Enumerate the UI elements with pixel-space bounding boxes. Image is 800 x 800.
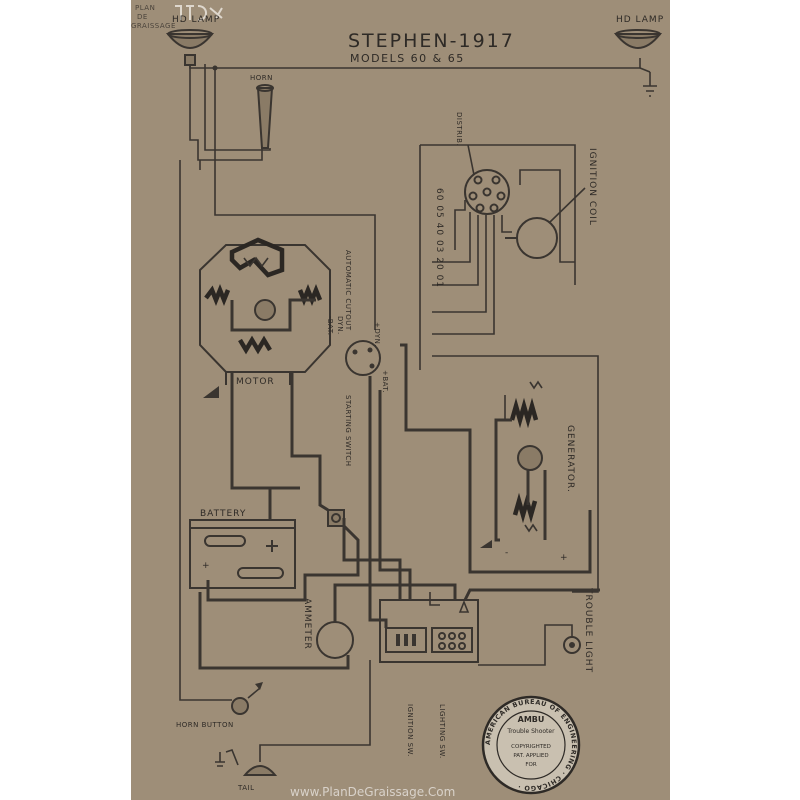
head-lamp-left xyxy=(165,29,215,66)
stamp-line-3: COPYRIGHTED xyxy=(511,744,551,750)
tail-label: TAIL xyxy=(237,784,255,792)
horn-button-label: HORN BUTTON xyxy=(176,721,234,729)
generator-plus: + xyxy=(560,553,569,563)
horn-label: HORN xyxy=(250,74,273,82)
starting-switch-label: STARTING SWITCH xyxy=(344,395,352,467)
generator-minus: - xyxy=(505,548,509,558)
ignition-switch xyxy=(385,627,427,653)
hd-lamp-left-label: HD LAMP xyxy=(172,15,220,25)
dyn-neg-label: DYN. xyxy=(336,316,344,335)
bat-pos-label: +BAT. xyxy=(381,370,389,393)
distributor xyxy=(464,169,510,215)
watermark-logo-line-3: GRAISSAGE xyxy=(131,22,176,30)
diagram-subtitle: MODELS 60 & 65 xyxy=(350,52,465,65)
diagram-title: STEPHEN-1917 xyxy=(348,30,515,52)
watermark-logo-line-1: PLAN xyxy=(135,4,155,12)
ammeter xyxy=(316,621,354,659)
trouble-light-label: TROUBLE LIGHT xyxy=(583,587,593,673)
generator xyxy=(494,380,547,542)
head-lamp-right xyxy=(613,29,663,97)
terminal-row-label: 60 05 40 03 20 01 xyxy=(434,188,444,288)
horn-button xyxy=(231,682,263,715)
stamp-line-2: Trouble Shooter xyxy=(506,728,555,735)
ignition-coil xyxy=(505,217,558,259)
watermark-logo-glyph xyxy=(175,5,223,21)
battery-label: BATTERY xyxy=(200,509,246,519)
ground-icon-motor xyxy=(203,386,219,398)
tail-lamp xyxy=(215,749,278,776)
ammeter-label: AMMETER xyxy=(302,598,312,650)
lighting-sw-label: LIGHTING SW. xyxy=(438,704,446,759)
battery-plus: + xyxy=(202,561,211,571)
ambu-stamp: AMERICAN BUREAU OF ENGINEERING · CHICAGO… xyxy=(481,695,581,795)
generator-label: GENERATOR. xyxy=(565,425,575,493)
stamp-line-4: PAT. APPLIED xyxy=(513,753,548,759)
starting-switch xyxy=(327,509,345,527)
distrib-label: DISTRIB. xyxy=(455,112,463,146)
hd-lamp-right-label: HD LAMP xyxy=(616,15,664,25)
ignition-coil-label: IGNITION COIL xyxy=(587,148,597,226)
starting-motor xyxy=(199,237,331,385)
ground-icon-right-lamp xyxy=(643,72,657,97)
stamp-line-1: AMBU xyxy=(518,715,545,724)
ignition-sw-label: IGNITION SW. xyxy=(406,704,414,757)
automatic-cutout-label: AUTOMATIC CUTOUT xyxy=(344,250,352,331)
bat-neg-label: -BAT. xyxy=(326,316,334,336)
motor-label: MOTOR xyxy=(236,377,275,387)
watermark-logo-line-2: DE xyxy=(137,13,148,21)
ground-icon-generator xyxy=(480,540,492,548)
horn xyxy=(256,84,274,149)
watermark-logo: PLAN DE GRAISSAGE xyxy=(131,4,223,30)
trouble-light xyxy=(563,636,581,654)
dyn-pos-label: +DYN. xyxy=(373,322,381,347)
battery xyxy=(189,519,296,589)
stamp-line-5: FOR xyxy=(525,762,536,768)
automatic-cutout xyxy=(345,340,381,376)
lighting-switch xyxy=(431,627,473,653)
watermark-url: www.PlanDeGraissage.Com xyxy=(290,785,455,799)
